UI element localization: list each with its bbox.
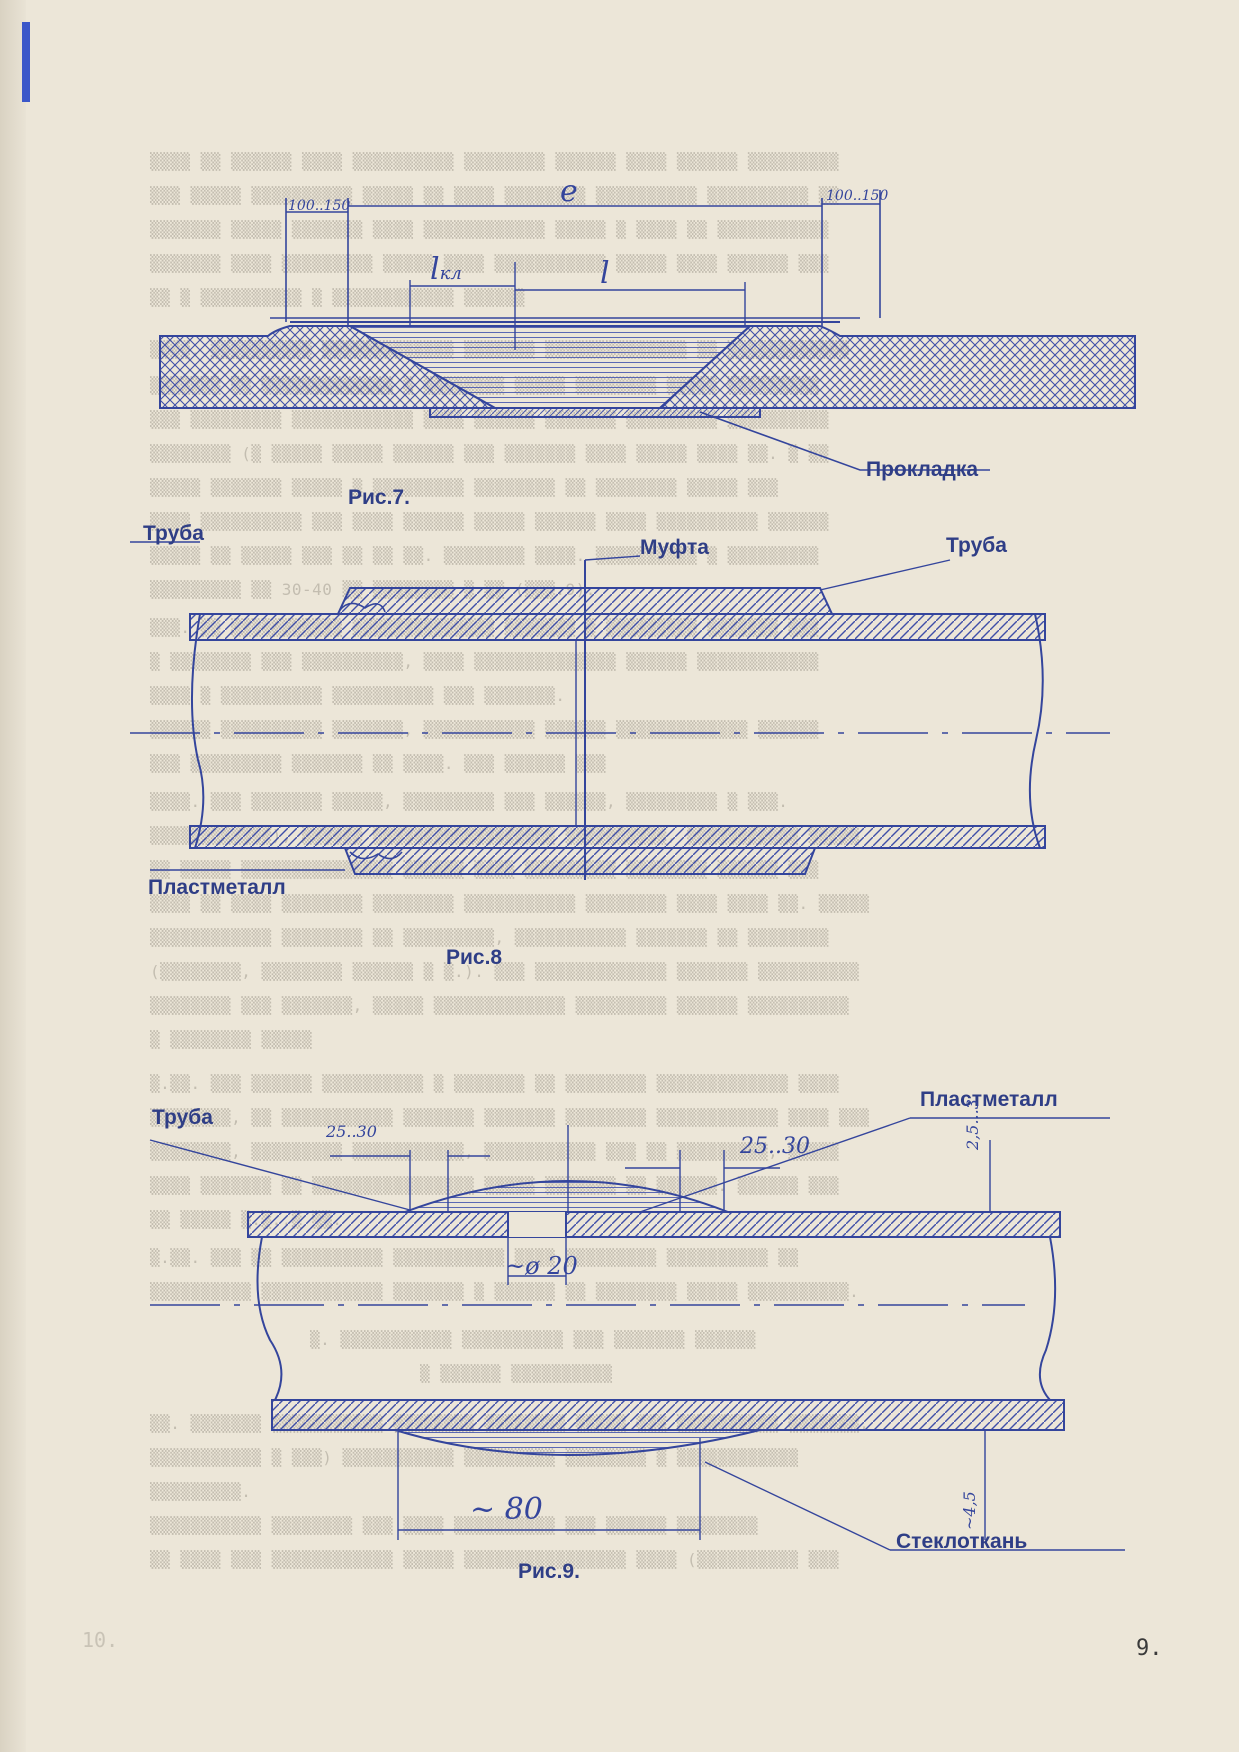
fig9-label-pipe: Труба xyxy=(152,1106,213,1129)
fig7-label-gasket: Прокладка xyxy=(866,458,979,481)
fig7-dim-right: 100..150 xyxy=(826,188,889,204)
fig9-dim-thickness-top: 2,5...3 xyxy=(963,1099,982,1150)
page-number: 9. xyxy=(1136,1636,1163,1661)
fig8-drawing xyxy=(130,555,1110,880)
fig9-dim-left: 25..30 xyxy=(326,1122,377,1141)
fig7-caption: Рис.7. xyxy=(348,486,410,509)
fig9-dim-length: ~ 80 xyxy=(470,1492,543,1527)
fig7-dim-total: e xyxy=(560,174,578,209)
fig8-label-plastmetal: Пластметалл xyxy=(148,876,286,899)
fig7-dim-half: l xyxy=(600,256,610,291)
fig8-label-pipe: Труба xyxy=(946,534,1007,557)
fig9-label-fiberglass: Стеклоткань xyxy=(896,1530,1028,1553)
fig7-dim-glue-symbol: l xyxy=(430,252,440,287)
fig9-dim-hole: ~ø 20 xyxy=(505,1252,578,1280)
fig8-caption: Рис.8 xyxy=(446,946,503,969)
fig9-dim-right: 25..30 xyxy=(740,1134,810,1159)
page-number-show-through: 10. xyxy=(82,1628,119,1652)
fig8-label-coupling: Муфта xyxy=(640,536,709,559)
binding-strip xyxy=(22,22,30,102)
fig9-drawing xyxy=(149,1117,1125,1551)
fig9-caption: Рис.9. xyxy=(518,1560,580,1583)
fig9-dim-thickness-bottom: ~4,5 xyxy=(960,1491,979,1530)
page-edge xyxy=(0,0,26,1752)
fig7-dim-left: 100..150 xyxy=(288,198,351,214)
fig7-dim-glue-subscript: кл xyxy=(439,263,462,284)
fig7-label-pipe: Труба xyxy=(143,522,204,545)
fig7-drawing xyxy=(130,190,1136,543)
fig9-label-plastmetal: Пластметалл xyxy=(920,1088,1058,1111)
fig7-dim-glue: lкл xyxy=(430,252,462,287)
